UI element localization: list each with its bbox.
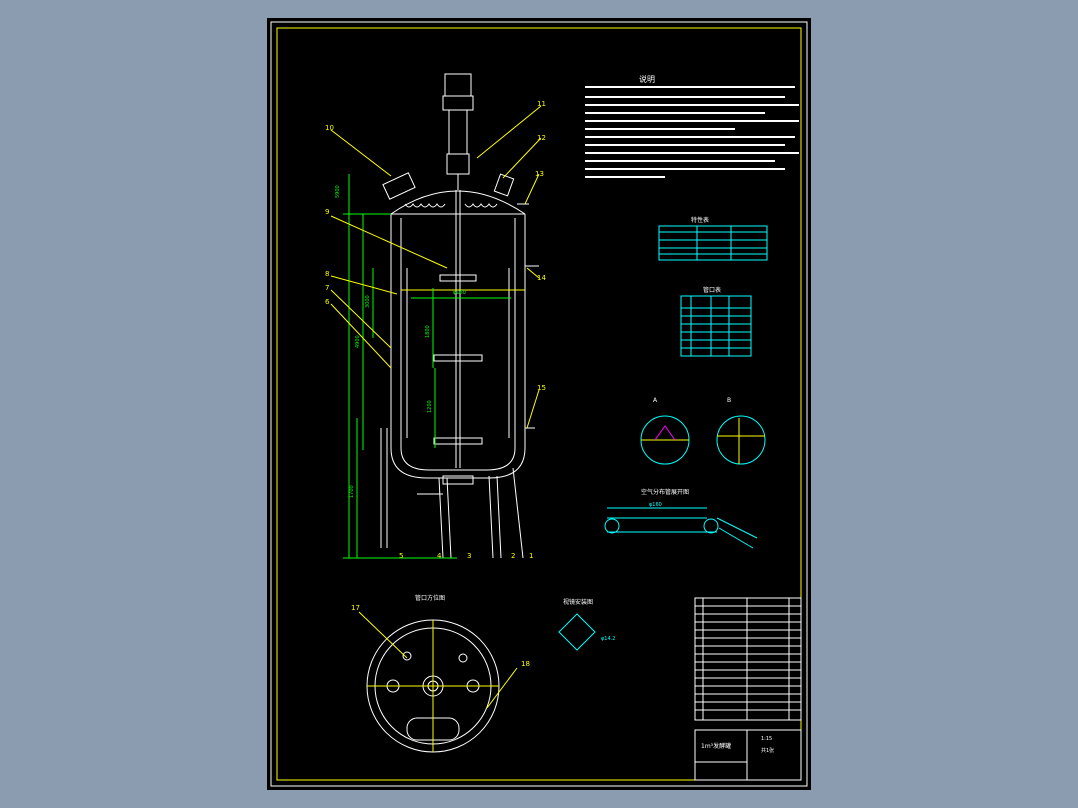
weld-detail-a: A	[640, 397, 690, 465]
svg-text:视镜安装图: 视镜安装图	[563, 598, 593, 606]
leader-9: 9	[325, 208, 329, 216]
svg-text:管口方位图: 管口方位图	[415, 594, 445, 602]
dimension-lines	[343, 174, 511, 559]
leader-15: 15	[537, 384, 546, 392]
leader-7: 7	[325, 284, 329, 292]
dim-1700: 1700	[349, 485, 355, 498]
inner-frame	[276, 27, 802, 781]
leader-18: 18	[521, 660, 530, 668]
svg-text:φ14.2: φ14.2	[601, 636, 615, 642]
nozzle-orientation-view: 管口方位图 17 18	[351, 594, 530, 753]
leader-12: 12	[537, 134, 546, 142]
leader-1: 1	[529, 552, 533, 560]
drawing-name: 1m³发酵罐	[701, 742, 731, 750]
drawing-sheet-count: 共1张	[761, 747, 774, 754]
leader-11: 11	[537, 100, 546, 108]
leader-lines	[330, 105, 542, 429]
nozzle-table: 管口表	[680, 286, 752, 357]
dim-4900: 4900	[355, 335, 361, 348]
vessel-elevation	[380, 73, 539, 559]
leader-8: 8	[325, 270, 329, 278]
leader-3: 3	[467, 552, 471, 560]
motor	[444, 73, 472, 97]
drawing-sheet: 5900 4900 3000 1700 1800 1200 φ160 10 11…	[267, 18, 811, 790]
leader-2: 2	[511, 552, 515, 560]
parts-list	[694, 597, 802, 721]
leader-17: 17	[351, 604, 360, 612]
svg-text:B: B	[727, 397, 731, 404]
leader-14: 14	[537, 274, 546, 282]
spec-table-title: 特性表	[691, 216, 709, 224]
svg-text:φ160: φ160	[649, 502, 662, 508]
leader-5: 5	[399, 552, 403, 560]
cad-drawing: 5900 4900 3000 1700 1800 1200 φ160 10 11…	[270, 21, 808, 787]
technical-notes: 说明	[585, 74, 799, 178]
leader-10: 10	[325, 124, 334, 132]
title-block: 1m³发酵罐 1:15 共1张	[694, 729, 802, 781]
nozzle-table-title: 管口表	[703, 286, 721, 294]
dim-3000: 3000	[365, 295, 371, 308]
spec-table: 特性表	[658, 216, 768, 261]
svg-text:A: A	[653, 397, 658, 404]
svg-text:空气分布管展开图: 空气分布管展开图	[641, 488, 689, 496]
leader-13: 13	[535, 170, 544, 178]
air-distributor-view: 空气分布管展开图 φ160	[604, 488, 758, 549]
weld-detail-b: B	[716, 397, 766, 465]
leader-4: 4	[437, 552, 442, 560]
leader-6: 6	[325, 298, 330, 306]
outer-frame	[270, 21, 808, 787]
notes-heading: 说明	[639, 74, 655, 84]
drawing-scale: 1:15	[761, 736, 772, 742]
dim-5900: 5900	[335, 185, 341, 198]
dim-diameter: φ160	[453, 290, 466, 296]
dim-1800: 1800	[425, 325, 431, 338]
dim-1200: 1200	[427, 400, 433, 413]
sight-glass-view: 视镜安装图 φ14.2	[558, 598, 615, 651]
